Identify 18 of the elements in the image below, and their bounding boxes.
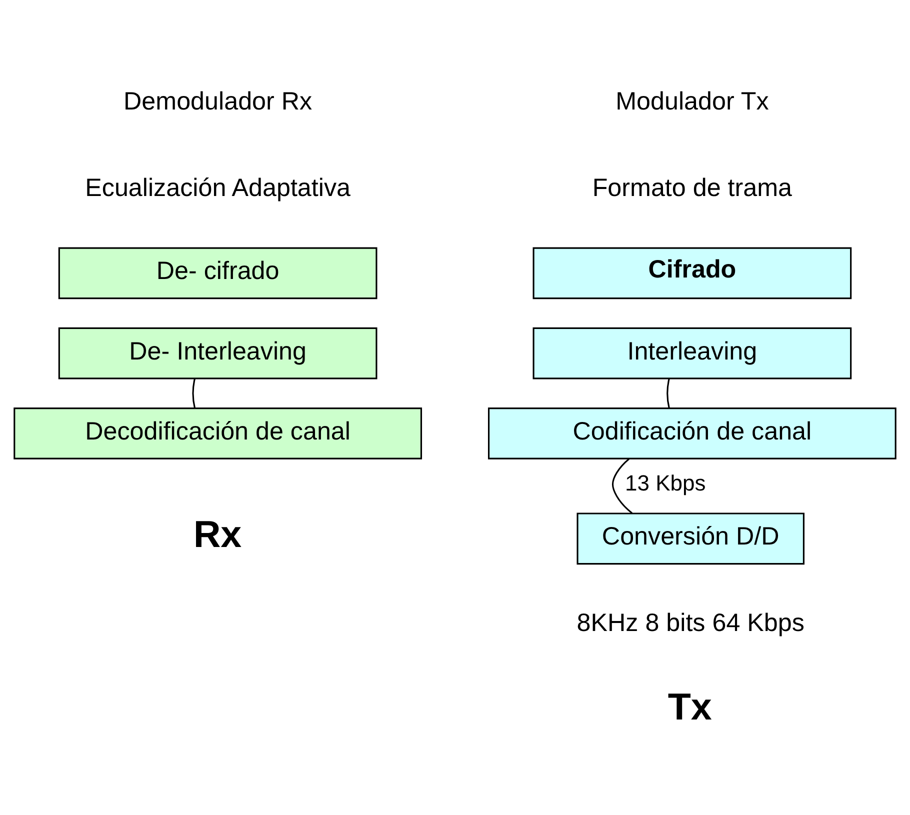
node-box: Decodificación de canal xyxy=(14,408,422,460)
connector xyxy=(612,458,633,514)
node-label: 8KHz 8 bits 64 Kbps xyxy=(576,609,804,638)
label: Formato de trama xyxy=(592,174,792,202)
label: Rx xyxy=(193,512,242,555)
node-box: Interleaving xyxy=(532,327,852,380)
connector xyxy=(192,378,196,408)
node-box: Codificación de canal xyxy=(488,408,896,460)
label: Ecualización Adaptativa xyxy=(85,174,351,202)
node-box: Cifrado xyxy=(532,247,852,300)
label: Tx xyxy=(668,686,712,728)
edge-label: 13 Kbps xyxy=(625,470,706,496)
label: Modulador Tx xyxy=(616,88,769,116)
label: Demodulador Rx xyxy=(124,88,312,116)
connector xyxy=(666,378,670,408)
node-box: Conversión D/D xyxy=(576,512,804,565)
node-box: De- Interleaving xyxy=(58,327,378,380)
node-box: De- cifrado xyxy=(58,247,378,300)
